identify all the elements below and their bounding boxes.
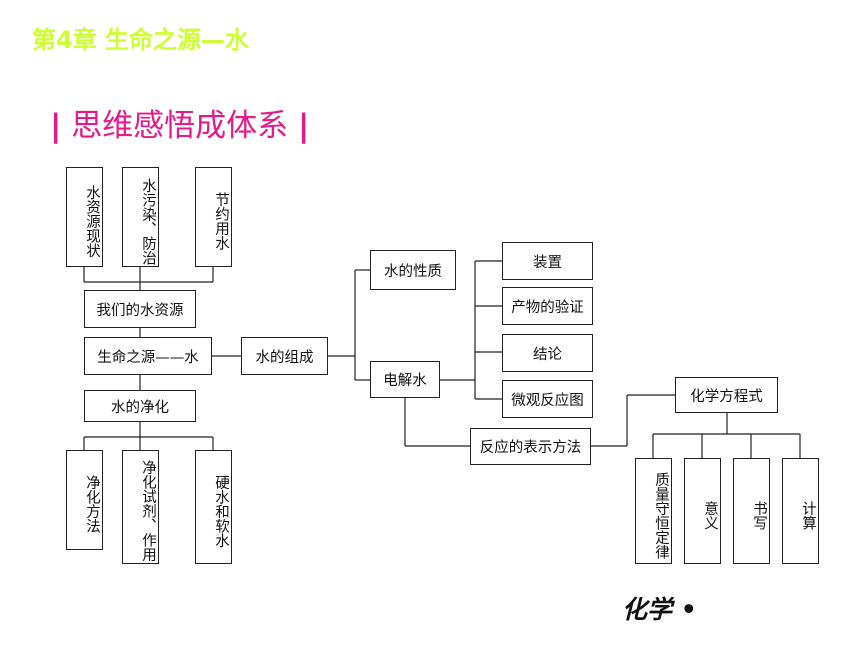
box-composition: 水的组成 <box>241 337 328 375</box>
box-apparatus: 装置 <box>502 242 593 280</box>
box-conclusion: 结论 <box>502 334 593 372</box>
box-mass-conservation: 质量守恒定律 <box>635 458 672 564</box>
footer-subject: 化学 • <box>622 595 697 624</box>
box-water-saving: 节约用水 <box>195 167 232 267</box>
box-water-pollution: 水污染、防治 <box>122 167 159 267</box>
box-water-resources: 我们的水资源 <box>84 290 196 328</box>
box-writing: 书写 <box>733 458 770 564</box>
box-purify-method: 净化方法 <box>66 450 103 550</box>
section-title: 思维感悟成体系 <box>71 108 289 144</box>
box-water-status: 水资源现状 <box>66 167 103 267</box>
box-hard-soft-water: 硬水和软水 <box>195 450 232 564</box>
section-title-group: | 思维感悟成体系 | <box>50 100 309 145</box>
title-bar-left: | <box>50 108 62 144</box>
box-electrolysis: 电解水 <box>370 361 440 398</box>
box-meaning: 意义 <box>684 458 721 564</box>
box-product-test: 产物的验证 <box>502 287 593 325</box>
box-micro-diagram: 微观反应图 <box>502 380 593 418</box>
box-chemical-equation: 化学方程式 <box>675 377 778 413</box>
box-purify-reagent: 净化试剂、作用 <box>122 450 159 564</box>
chapter-title: 第4章 生命之源—水 <box>32 26 250 54</box>
box-representation: 反应的表示方法 <box>470 428 591 465</box>
title-bar-right: | <box>298 108 310 144</box>
box-properties: 水的性质 <box>370 250 456 290</box>
box-calculation: 计算 <box>782 458 819 564</box>
box-source-of-life: 生命之源——水 <box>84 337 212 375</box>
box-purification: 水的净化 <box>84 390 196 422</box>
